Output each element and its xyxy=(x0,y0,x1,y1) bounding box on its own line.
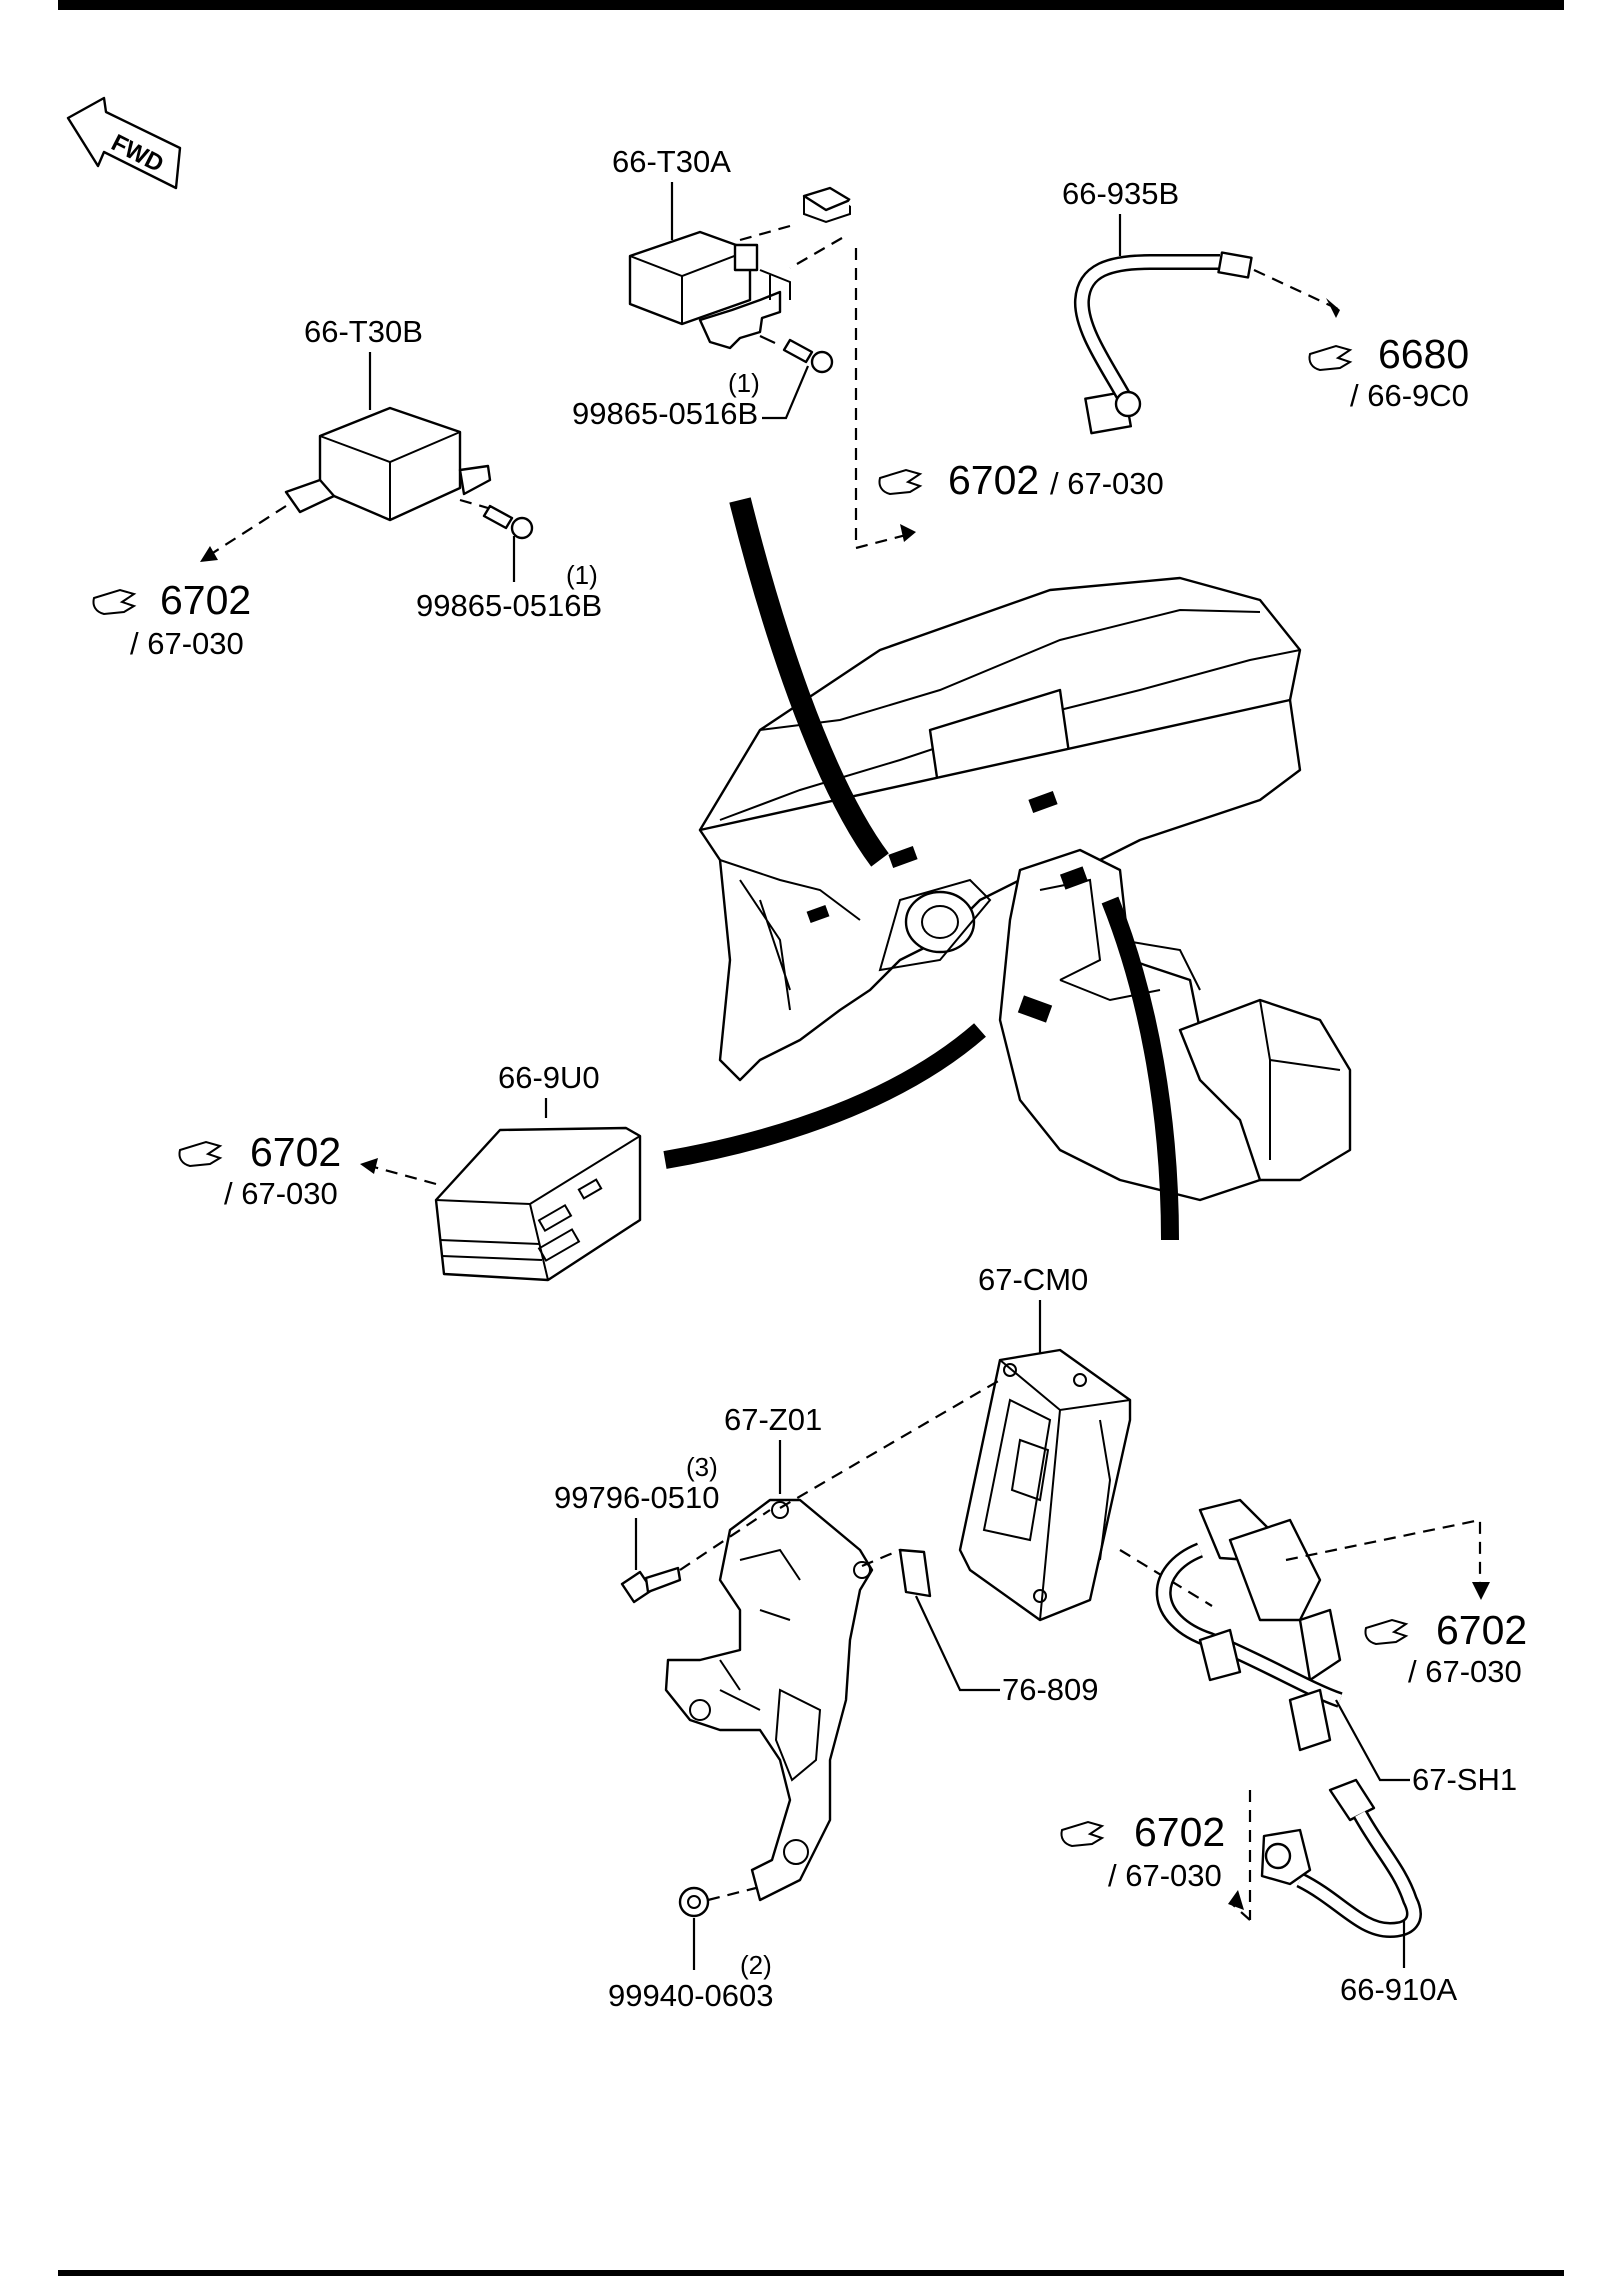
label-66-910a: 66-910A xyxy=(1340,1972,1458,2007)
ref-6702-e-num: 6702 xyxy=(1134,1809,1225,1855)
part-67-cm0 xyxy=(958,1348,1132,1622)
part-66-t30b xyxy=(284,406,492,522)
ref-6702-d-num: 6702 xyxy=(1436,1607,1527,1653)
fwd-arrow-icon: FWD xyxy=(66,96,182,190)
ref-6702-c: 6702 / 67-030 xyxy=(178,1129,341,1211)
pointing-hand-icon xyxy=(92,588,137,616)
label-67-sh1: 67-SH1 xyxy=(1412,1762,1517,1797)
pointing-hand-icon xyxy=(178,1140,223,1168)
ref-6702-b-num: 6702 xyxy=(160,577,251,623)
bolt-icon xyxy=(759,335,834,374)
top-border xyxy=(58,0,1564,10)
label-66-935b: 66-935B xyxy=(1062,176,1179,211)
ref-6680: 6680 / 66-9C0 xyxy=(1308,331,1469,413)
label-67-cm0: 67-CM0 xyxy=(978,1262,1088,1297)
label-66-t30b: 66-T30B xyxy=(304,314,423,349)
label-99865-b: 99865-0516B xyxy=(416,588,602,623)
nut-icon xyxy=(678,1886,710,1918)
ref-6702-b-sub: / 67-030 xyxy=(130,626,244,661)
part-67-sh1 xyxy=(1155,1498,1343,1752)
part-66-910a xyxy=(1260,1778,1422,1939)
qty-99796: (3) xyxy=(686,1452,718,1482)
ref-6702-a-num: 6702 xyxy=(948,457,1039,503)
qty-99865-b: (1) xyxy=(566,560,598,590)
pointing-hand-icon xyxy=(878,468,923,496)
label-99865-a: 99865-0516B xyxy=(572,396,758,431)
ref-6702-e: 6702 / 67-030 xyxy=(1060,1809,1225,1893)
ref-6702-c-sub: / 67-030 xyxy=(224,1176,338,1211)
ref-6702-d: 6702 / 67-030 xyxy=(1364,1607,1527,1689)
bolt-icon xyxy=(482,504,534,540)
pointing-hand-icon xyxy=(1060,1820,1105,1848)
label-99796: 99796-0510 xyxy=(554,1480,720,1515)
label-66-t30a: 66-T30A xyxy=(612,144,731,179)
label-99940: 99940-0603 xyxy=(608,1978,774,2013)
part-66-t30a xyxy=(628,186,852,350)
pointing-hand-icon xyxy=(1308,344,1353,372)
label-67-z01: 67-Z01 xyxy=(724,1402,822,1437)
qty-99865-a: (1) xyxy=(728,368,760,398)
ref-6702-c-num: 6702 xyxy=(250,1129,341,1175)
pointing-hand-icon xyxy=(1364,1618,1409,1646)
ref-6680-num: 6680 xyxy=(1378,331,1469,377)
qty-99940: (2) xyxy=(740,1950,772,1980)
label-76-809: 76-809 xyxy=(1002,1672,1099,1707)
ref-6680-sub: / 66-9C0 xyxy=(1350,378,1469,413)
part-67-z01 xyxy=(664,1498,874,1902)
part-66-9u0 xyxy=(434,1126,642,1282)
ref-6702-a: 6702 / 67-030 xyxy=(878,457,1164,503)
ref-6702-a-sub: / 67-030 xyxy=(1050,466,1164,501)
label-66-9u0: 66-9U0 xyxy=(498,1060,600,1095)
ref-6702-e-sub: / 67-030 xyxy=(1108,1858,1222,1893)
bolt-icon xyxy=(620,1566,682,1604)
dashboard-illustration xyxy=(698,576,1352,1202)
bottom-border xyxy=(58,2270,1564,2276)
ref-6702-d-sub: / 67-030 xyxy=(1408,1654,1522,1689)
ref-6702-b: 6702 / 67-030 xyxy=(92,577,251,661)
